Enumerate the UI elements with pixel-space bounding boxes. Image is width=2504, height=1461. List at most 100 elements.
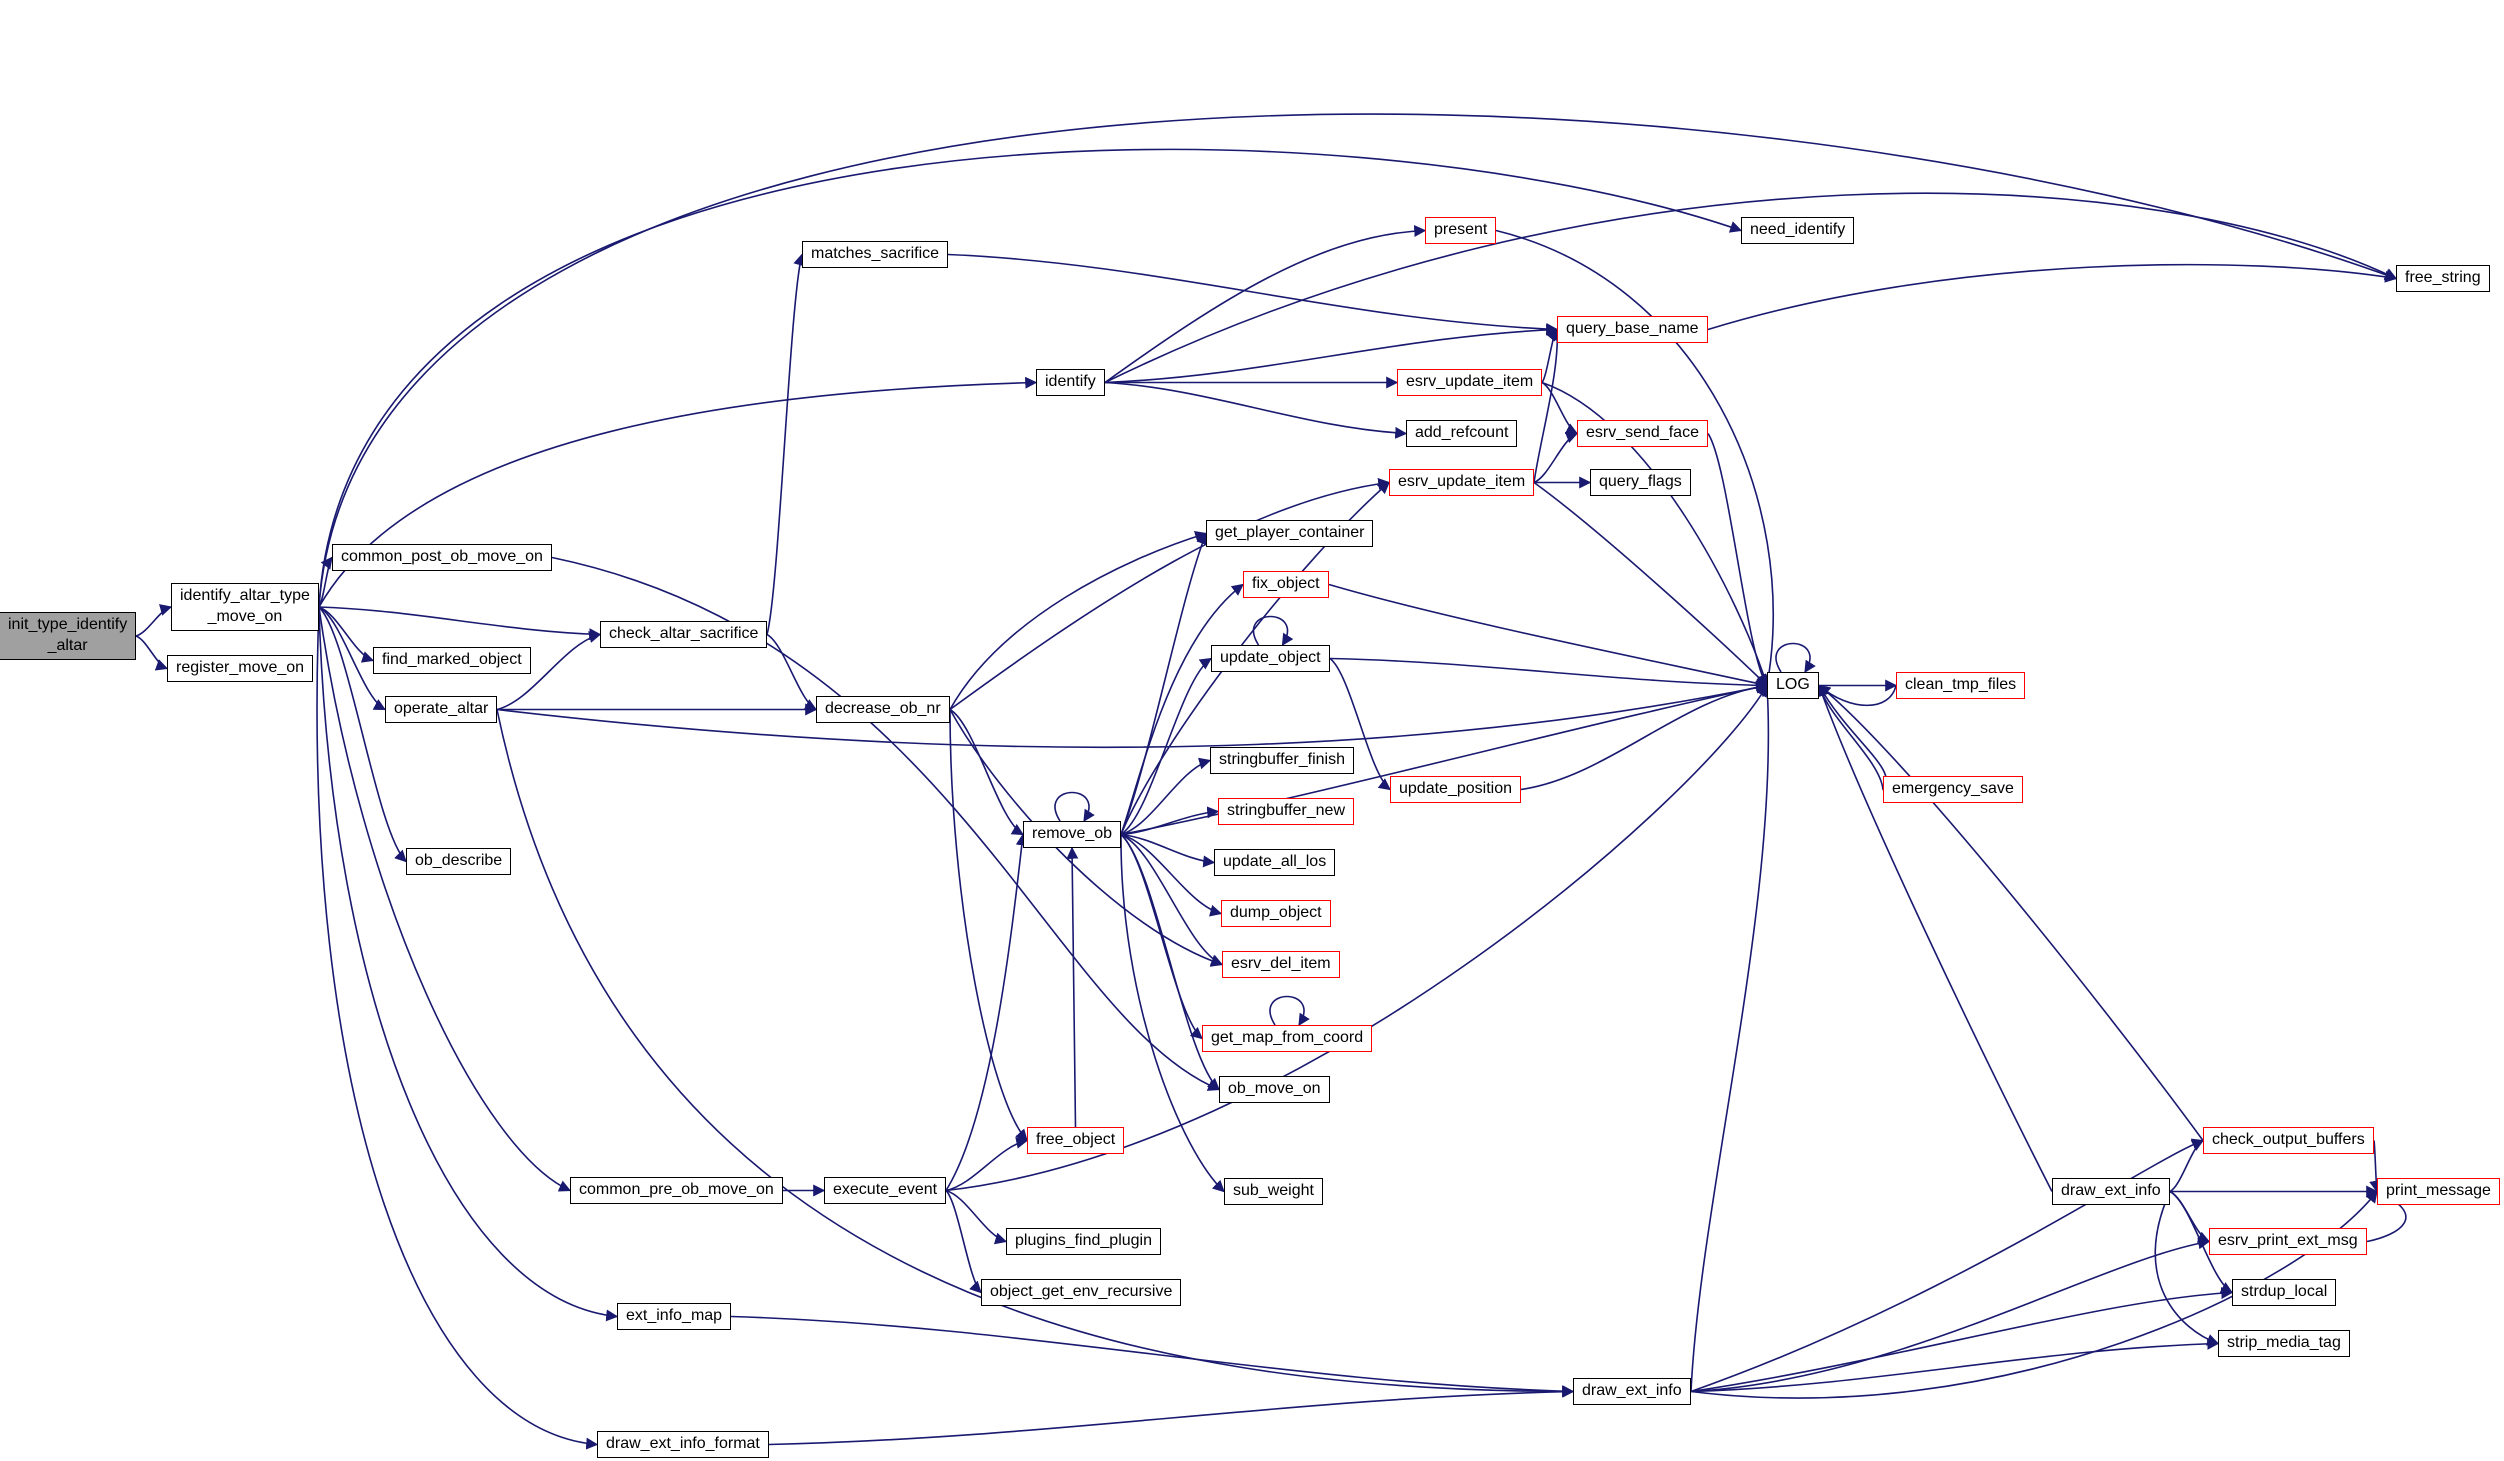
call-edge-deif-to-dei_b [768,1385,1575,1446]
call-edge-dei_b-to-log [1690,684,1774,1392]
node-fmo[interactable]: find_marked_object [373,647,531,674]
node-msac[interactable]: matches_sacrifice [802,241,949,268]
node-plugfp[interactable]: plugins_find_plugin [1006,1228,1161,1255]
node-oger[interactable]: object_get_env_recursive [981,1279,1182,1306]
node-epem[interactable]: esrv_print_ext_msg [2209,1228,2367,1255]
node-present[interactable]: present [1425,217,1497,244]
node-sbnew[interactable]: stringbuffer_new [1218,798,1354,825]
node-dei_r[interactable]: draw_ext_info [2052,1178,2170,1205]
call-edge-dei_r-to-smt [2154,1191,2220,1346]
call-edge-dobnr-to-removeob [949,708,1025,836]
call-edge-cas-to-msac [766,253,806,635]
node-cpomo[interactable]: common_post_ob_move_on [332,544,552,571]
node-regmo[interactable]: register_move_on [167,655,314,682]
node-ctf[interactable]: clean_tmp_files [1896,672,2026,699]
call-edge-removeob-to-dumpobj [1120,833,1223,917]
call-edge-identify-to-freestr [1104,192,2398,384]
call-edge-identify-to-addref [1104,381,1408,439]
call-edge-iatmo-to-cpremo [318,606,572,1192]
call-edge-dobnr-to-gpc [949,530,1208,710]
node-addref[interactable]: add_refcount [1406,420,1518,447]
node-esf[interactable]: esrv_send_face [1577,420,1708,447]
node-updpos[interactable]: update_position [1390,776,1521,803]
call-edge-dobnr-to-freeobj [949,709,1028,1142]
call-edge-msac-to-qbn [947,253,1559,336]
node-obdesc[interactable]: ob_describe [406,848,512,875]
node-execev[interactable]: execute_event [824,1177,947,1204]
node-subw[interactable]: sub_weight [1224,1178,1323,1205]
call-edge-execev-to-plugfp [945,1189,1008,1245]
call-edge-removeob-to-edi [1120,833,1224,966]
call-edge-cas-to-dobnr [766,633,818,711]
node-log[interactable]: LOG [1767,672,1819,699]
node-opalt[interactable]: operate_altar [385,696,498,723]
call-edge-iatmo-to-fmo [318,606,375,663]
call-edge-removeob-to-obmo [1120,833,1220,1091]
node-emsave[interactable]: emergency_save [1883,776,2023,803]
node-pmsg[interactable]: print_message [2377,1178,2500,1205]
call-edge-execev-to-log [945,684,1768,1192]
call-edge-updobj-to-log [1329,657,1769,692]
call-edge-eui_a-to-log [1541,381,1770,687]
call-edge-opalt-to-dei_b [496,709,1575,1398]
call-edge-fixobj-to-log [1328,583,1769,690]
node-smt[interactable]: strip_media_tag [2218,1330,2350,1357]
call-edge-dei_b-to-strdl [1690,1287,2234,1393]
call-edge-removeob-to-fixobj [1120,583,1244,835]
node-sbfin[interactable]: stringbuffer_finish [1210,747,1354,774]
call-edge-qbn-to-freestr [1707,263,2398,331]
call-edge-dei_b-to-cob [1690,1138,2205,1393]
node-updobj[interactable]: update_object [1211,645,1330,672]
call-edge-dei_b-to-smt [1690,1337,2220,1393]
call-edge-esf-to-log [1707,433,1768,687]
call-edge-identify-to-qbn [1104,323,1559,384]
call-edge-cob-to-log [1818,684,2204,1141]
node-needid[interactable]: need_identify [1741,217,1855,244]
node-fixobj[interactable]: fix_object [1243,571,1329,598]
node-dumpobj[interactable]: dump_object [1221,900,1331,927]
call-edge-removeob-to-sbfin [1120,757,1212,836]
call-edge-iatmo-to-freestr [318,113,2398,608]
call-edge-present-to-log [1495,229,1775,687]
call-edge-removeob-to-gpc [1120,532,1208,835]
call-edge-cob-to-pmsg [2369,1140,2382,1193]
call-edge-execev-to-oger [945,1189,982,1294]
call-edge-removeob-to-subw [1120,834,1225,1193]
call-edge-updpos-to-log [1520,681,1769,791]
node-iatmo[interactable]: identify_altar_type _move_on [171,583,319,631]
call-edge-log-to-log [1775,642,1816,674]
node-eui_a[interactable]: esrv_update_item [1397,369,1543,396]
call-edge-eui_b-to-esf [1533,431,1579,484]
node-deif[interactable]: draw_ext_info_format [597,1431,769,1458]
node-strdl[interactable]: strdup_local [2232,1279,2337,1306]
node-cpremo[interactable]: common_pre_ob_move_on [570,1177,783,1204]
node-freeobj[interactable]: free_object [1027,1127,1125,1154]
call-edge-opalt-to-cas [496,631,602,711]
node-freestr[interactable]: free_string [2396,265,2490,292]
node-ualos[interactable]: update_all_los [1214,849,1336,876]
node-dobnr[interactable]: decrease_ob_nr [816,696,950,723]
node-gmfc[interactable]: get_map_from_coord [1202,1025,1373,1052]
node-eui_b[interactable]: esrv_update_item [1389,469,1535,496]
call-edge-updobj-to-updobj [1252,615,1294,647]
call-edge-freeobj-to-removeob [1066,846,1079,1128]
call-edge-init-to-regmo [135,635,169,671]
node-qflags[interactable]: query_flags [1590,469,1691,496]
node-init[interactable]: init_type_identify _altar [0,612,137,660]
node-dei_b[interactable]: draw_ext_info [1573,1378,1691,1405]
node-gpc[interactable]: get_player_container [1206,520,1374,547]
node-removeob[interactable]: remove_ob [1023,821,1122,848]
node-extim[interactable]: ext_info_map [617,1303,732,1330]
node-edi[interactable]: esrv_del_item [1222,951,1340,978]
call-edge-eui_b-to-log [1533,481,1768,687]
node-cob[interactable]: check_output_buffers [2203,1127,2374,1154]
node-qbn[interactable]: query_base_name [1557,316,1708,343]
node-identify[interactable]: identify [1036,369,1105,396]
call-edge-dei_b-to-epem [1690,1237,2211,1393]
call-edge-gmfc-to-gmfc [1269,995,1310,1027]
call-edge-updobj-to-updpos [1329,657,1391,791]
node-obmo[interactable]: ob_move_on [1219,1076,1330,1103]
node-cas[interactable]: check_altar_sacrifice [600,621,768,648]
